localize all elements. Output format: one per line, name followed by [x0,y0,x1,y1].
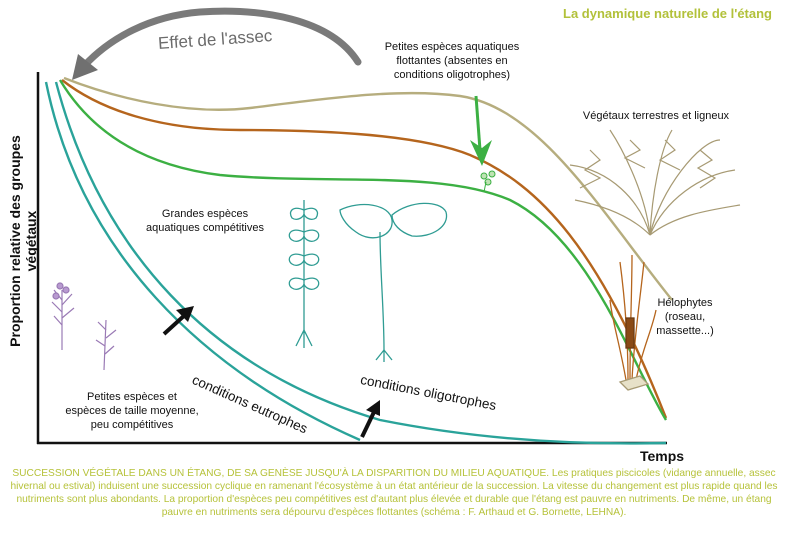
large-aquatic-plant-icon [288,200,448,362]
small-plant-icon [51,282,117,371]
terrestrial-label: Végétaux terrestres et ligneux [582,110,730,122]
eutrophic-arrow [162,306,194,336]
x-axis-label: Temps [640,448,685,464]
caption: SUCCESSION VÉGÉTALE DANS UN ÉTANG, DE SA… [10,468,778,518]
floating-plant-icon [480,170,496,193]
floating-arrow [470,95,492,166]
curve-oligotrophic [54,81,667,445]
curve-helophytes [61,79,668,419]
reed-icon [609,254,657,391]
shrub-icon [569,129,741,236]
floating-small-label: Petites espèces aquatiques flottantes (a… [384,41,520,81]
diagram-title: La dynamique naturelle de l'étang [563,6,772,21]
curve-terrestrial [63,76,673,301]
curve-eutrophic [44,81,361,442]
assec-arrowhead [72,54,98,80]
assec-arrow [80,7,362,70]
curve-large-aquatic [58,79,668,421]
y-axis-label: Proportion relative des groupes végétaux [7,135,39,347]
oligotrophic-arrow [360,400,380,438]
small-species-label: Petites espèces et espèces de taille moy… [65,391,199,431]
large-aquatic-label: Grandes espèces aquatiques compétitives [145,208,264,234]
helophytes-label: Hélophytes (roseau, massette...) [656,297,714,337]
